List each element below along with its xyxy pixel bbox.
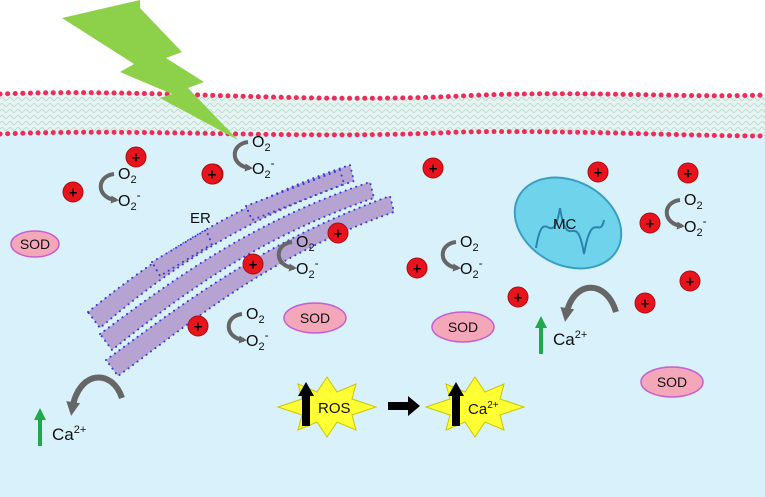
ros-label: ROS	[318, 400, 351, 417]
free-radical-icon: +	[201, 163, 223, 185]
free-radical-icon: +	[62, 181, 84, 203]
calcium-starburst: Ca2+	[424, 376, 526, 438]
cell-membrane	[0, 90, 765, 139]
oxygen-label: O2	[296, 234, 315, 254]
free-radical-icon: +	[327, 222, 349, 244]
sod-label: SOD	[20, 236, 50, 252]
free-radical-icon: +	[639, 212, 661, 234]
up-arrow-icon	[298, 382, 314, 426]
superoxide-label: O2-	[684, 214, 707, 239]
superoxide-label: O2-	[246, 328, 269, 353]
free-radical-icon: +	[677, 162, 699, 184]
curved-arrow-icon	[232, 140, 253, 172]
sod-enzyme: SOD	[640, 366, 704, 398]
oxygen-label: O2	[684, 192, 703, 212]
sod-label: SOD	[448, 319, 478, 335]
radical-charge: +	[207, 168, 217, 182]
curved-arrow-icon	[664, 198, 685, 230]
mitochondrion	[513, 176, 623, 270]
mc-label: MC	[553, 216, 576, 233]
radical-charge: +	[683, 167, 693, 181]
svg-text:Ca2+: Ca2+	[468, 400, 499, 418]
radical-charge: +	[248, 258, 258, 272]
oxygen-label: O2	[118, 166, 137, 186]
radical-charge: +	[513, 291, 523, 305]
radical-charge: +	[685, 275, 695, 289]
free-radical-icon: +	[679, 270, 701, 292]
radical-charge: +	[412, 262, 422, 276]
superoxide-label: O2-	[296, 256, 319, 281]
radical-charge: +	[193, 320, 203, 334]
free-radical-icon: +	[587, 161, 609, 183]
lightning-icon	[62, 0, 238, 140]
radical-charge: +	[131, 151, 141, 165]
right-arrow-icon	[388, 396, 420, 416]
curved-arrow-icon	[226, 312, 247, 344]
radical-charge: +	[645, 217, 655, 231]
svg-text:Ca2+: Ca2+	[52, 424, 86, 444]
calcium-increase: Ca2+	[34, 408, 86, 446]
calcium-increase: Ca2+	[535, 316, 587, 354]
sod-enzyme: SOD	[10, 230, 60, 258]
superoxide-label: O2-	[252, 156, 275, 181]
free-radical-icon: +	[507, 286, 529, 308]
curved-arrow-icon	[98, 172, 119, 204]
oxygen-label: O2	[460, 234, 479, 254]
radical-charge: +	[593, 166, 603, 180]
free-radical-icon: +	[187, 315, 209, 337]
sod-enzyme: SOD	[431, 311, 495, 343]
curved-arrow-icon	[560, 284, 619, 322]
free-radical-icon: +	[125, 146, 147, 168]
sod-label: SOD	[657, 374, 687, 390]
free-radical-icon: +	[406, 257, 428, 279]
free-radical-icon: +	[634, 292, 656, 314]
up-arrow-icon	[535, 316, 547, 354]
superoxide-label: O2-	[118, 188, 141, 213]
radical-charge: +	[68, 186, 78, 200]
sod-label: SOD	[300, 310, 330, 326]
curved-arrow-icon	[276, 240, 297, 272]
curved-arrow-icon	[66, 374, 125, 416]
er-label: ER	[190, 210, 211, 227]
endoplasmic-reticulum	[86, 163, 396, 378]
free-radical-icon: +	[242, 253, 264, 275]
free-radical-icon: +	[422, 157, 444, 179]
curved-arrow-icon	[440, 240, 461, 272]
oxygen-label: O2	[246, 306, 265, 326]
radical-charge: +	[640, 297, 650, 311]
oxygen-label: O2	[252, 134, 271, 154]
ros-starburst: ROS	[276, 376, 378, 438]
sod-enzyme: SOD	[283, 302, 347, 334]
radical-charge: +	[333, 227, 343, 241]
svg-text:Ca2+: Ca2+	[553, 329, 587, 349]
up-arrow-icon	[34, 408, 46, 446]
superoxide-label: O2-	[460, 256, 483, 281]
up-arrow-icon	[448, 382, 464, 426]
radical-charge: +	[428, 162, 438, 176]
